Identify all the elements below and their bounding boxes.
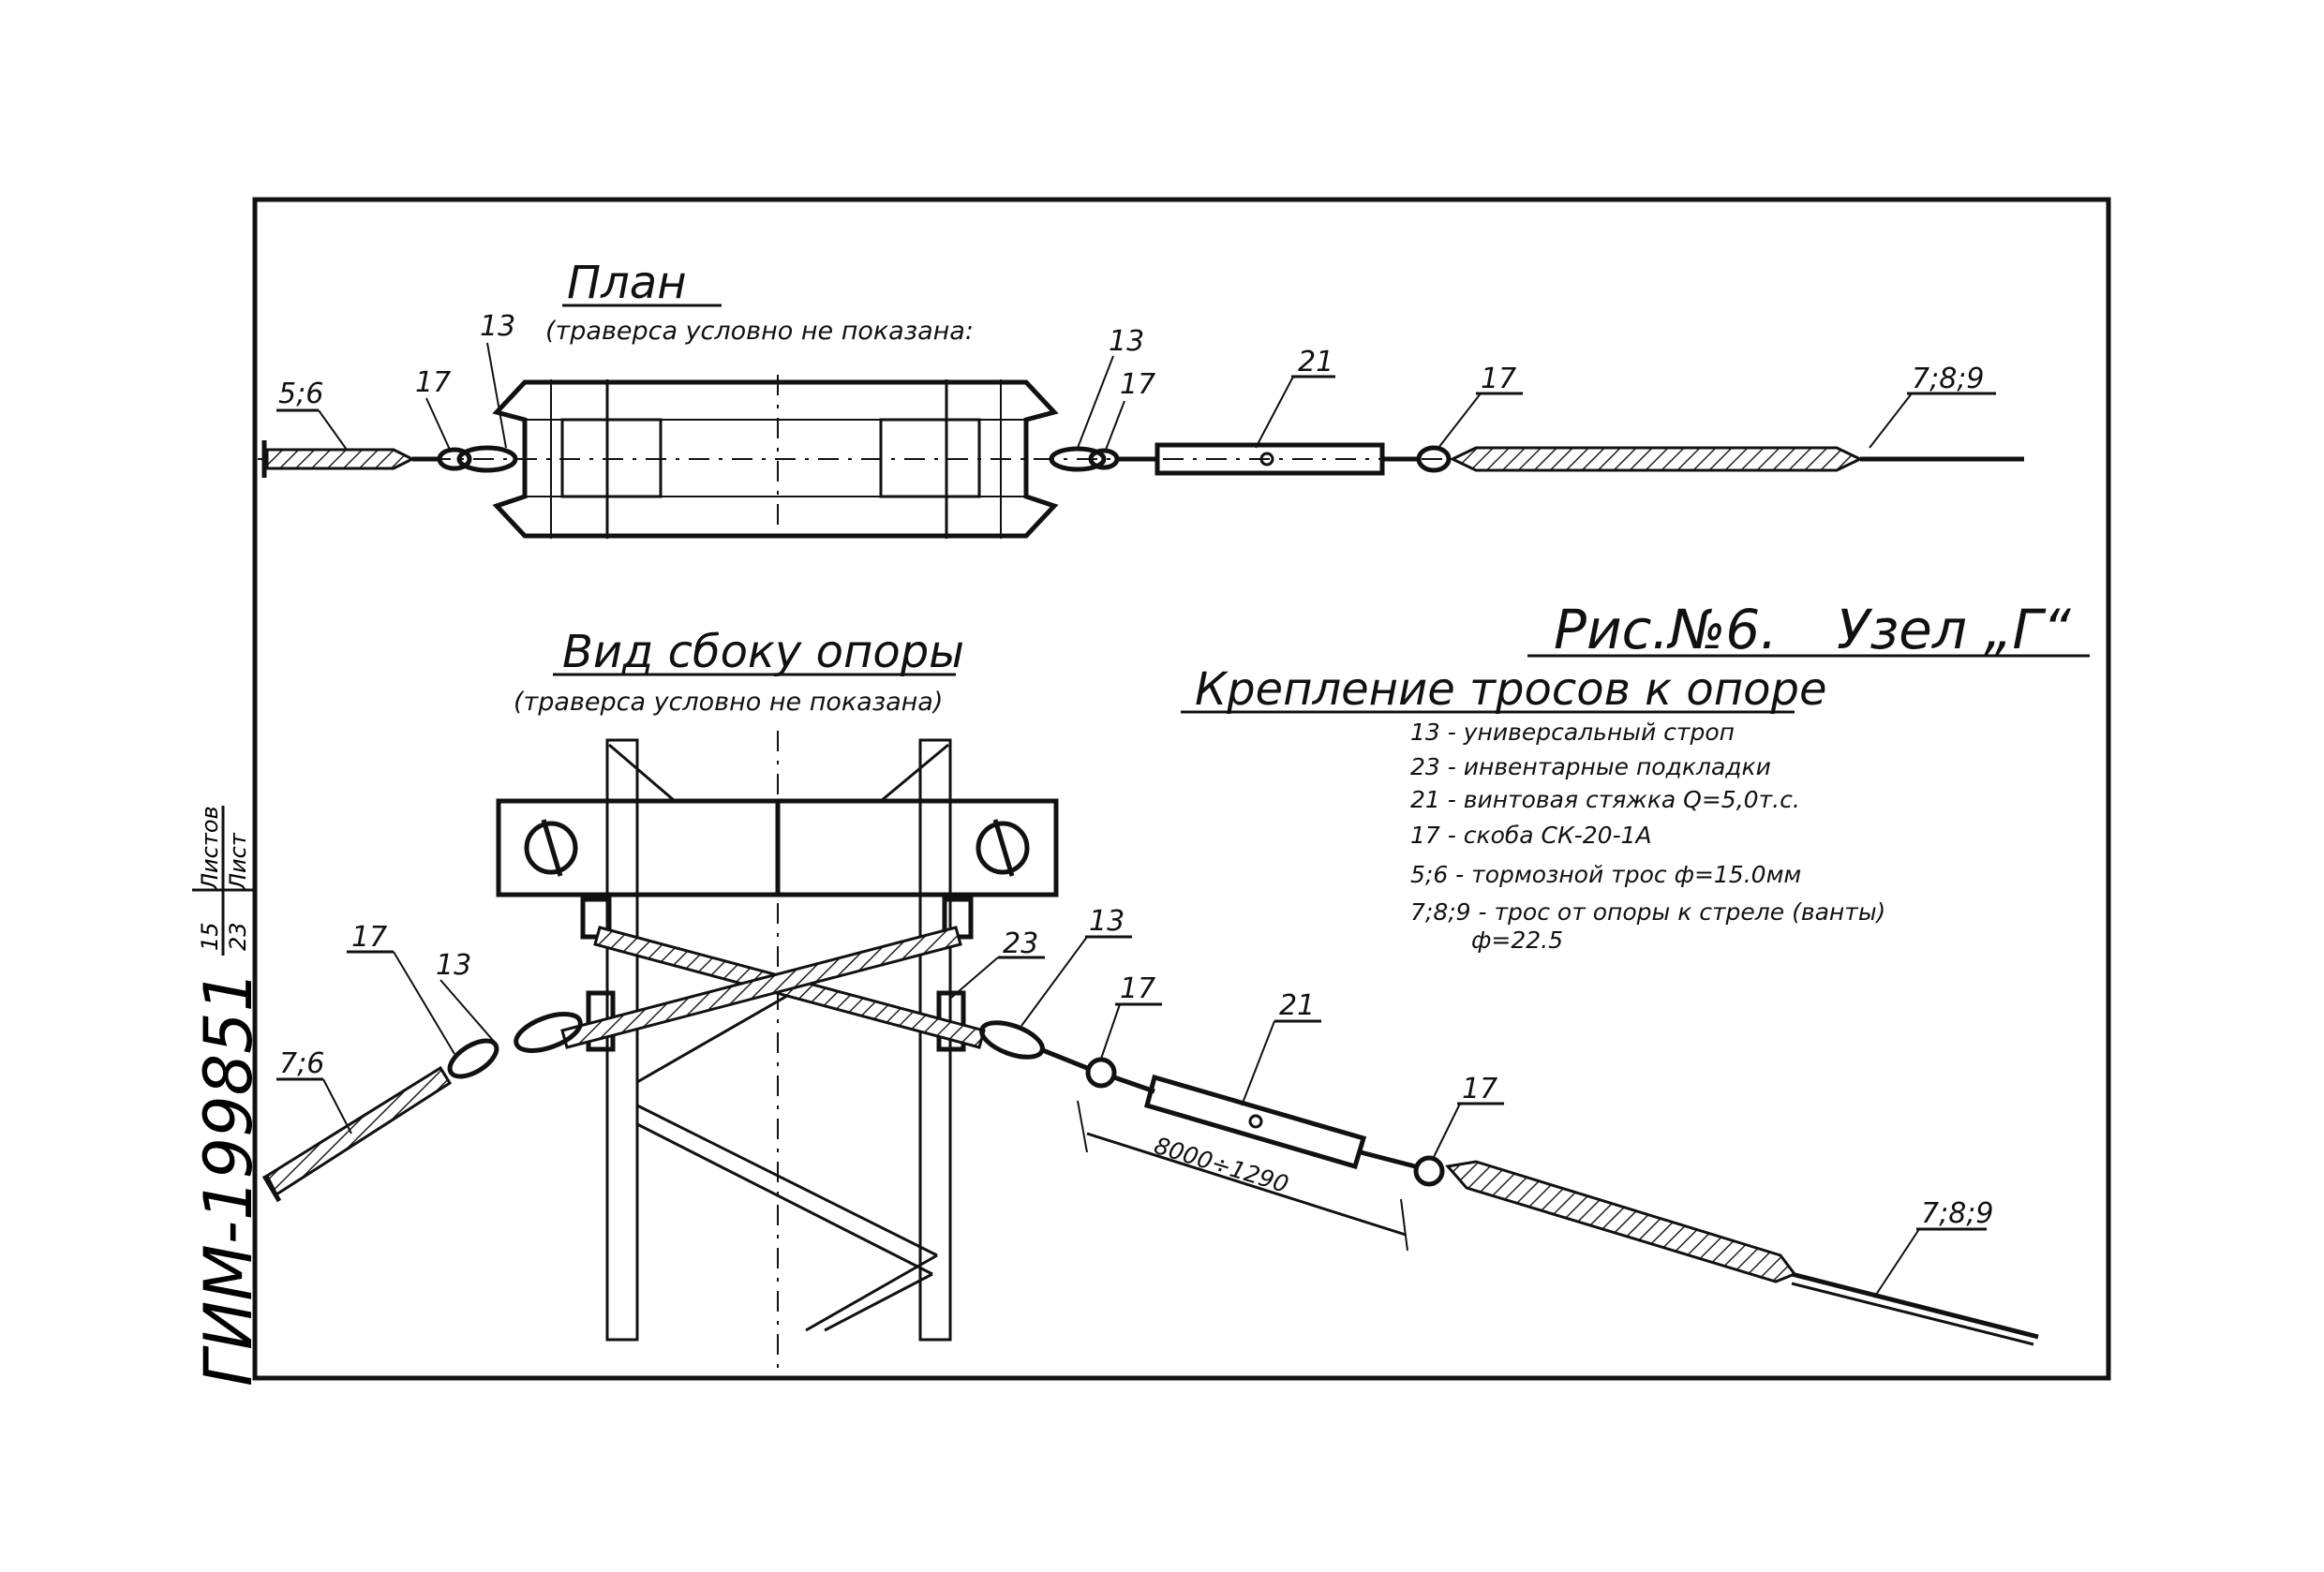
plan-subtitle: (траверса условно не показана: bbox=[545, 317, 974, 346]
plan-cable-right bbox=[1449, 446, 1864, 472]
margin-stamp: Лист Листов 23 15 ГИМ-199851 bbox=[190, 806, 267, 1387]
post-left bbox=[605, 738, 639, 1342]
plan-sling-left bbox=[456, 445, 518, 473]
plan-leader-7-8-9-b bbox=[1869, 393, 1913, 449]
traverse-ring-left bbox=[524, 821, 578, 875]
plan-view: План (траверса условно не показана: 5; bbox=[258, 257, 2024, 543]
side-callout-17-right: 17 bbox=[1462, 1073, 1497, 1105]
drawing-frame bbox=[252, 197, 2111, 1381]
side-callout-17-mid: 17 bbox=[1120, 972, 1155, 1005]
brace-diagonal-1b bbox=[636, 1122, 933, 1276]
side-leader-17-mid-b bbox=[1100, 1003, 1121, 1060]
legend-item-17: 17 - скоба СК-20-1А bbox=[1410, 822, 1652, 849]
plan-callout-17-mid: 17 bbox=[1120, 368, 1155, 401]
plan-leader-17-left bbox=[425, 397, 451, 451]
brace-diagonal-1 bbox=[636, 1104, 938, 1257]
figure-block: Рис.№6. Узел „Г“ Крепление тросов к опор… bbox=[1181, 598, 2090, 954]
dimension-line bbox=[1086, 1132, 1407, 1237]
brace-diagonal-2b bbox=[824, 1272, 933, 1332]
side-leader-21-b bbox=[1241, 1020, 1275, 1106]
side-leader-23-b bbox=[950, 957, 999, 999]
side-turnbuckle-pin bbox=[1248, 1114, 1263, 1129]
side-leader-17-left-b bbox=[393, 951, 455, 1055]
side-view-title: Вид сбоку опоры bbox=[562, 626, 964, 678]
side-cable-right bbox=[1445, 1160, 1797, 1283]
side-wire-after-turnbuckle bbox=[1360, 1149, 1416, 1169]
side-sling-left bbox=[514, 1012, 583, 1053]
plan-cable-left bbox=[265, 448, 416, 470]
traverse-ring-right bbox=[976, 821, 1030, 875]
side-wire-to-turnbuckle bbox=[1113, 1075, 1155, 1094]
side-turnbuckle bbox=[1143, 1074, 1367, 1170]
plan-title: План bbox=[567, 257, 687, 309]
stamp-sheet-value: 23 bbox=[225, 922, 251, 951]
traverse-ring-right-pin bbox=[992, 819, 1015, 877]
plan-shackle-right bbox=[1416, 445, 1452, 473]
plan-leader-21-b bbox=[1255, 376, 1294, 449]
plan-sling-right bbox=[1049, 446, 1107, 472]
side-shackle-mid bbox=[1085, 1057, 1117, 1089]
side-callout-23: 23 bbox=[1003, 927, 1038, 960]
side-callout-7-8-9: 7;8;9 bbox=[1921, 1197, 1993, 1230]
plan-callout-5-6: 5;6 bbox=[278, 378, 323, 410]
plan-leader-13-left bbox=[486, 342, 507, 449]
side-view-subtitle: (траверса условно не показана) bbox=[514, 688, 943, 717]
plan-callout-17-left: 17 bbox=[415, 366, 451, 399]
stamp-sheets-value: 15 bbox=[197, 922, 223, 951]
figure-node: Узел „Г“ bbox=[1837, 598, 2072, 661]
side-view: Вид сбоку опоры (траверса условно не пок… bbox=[261, 626, 2039, 1377]
brace-left bbox=[608, 743, 676, 803]
plan-callout-7-8-9: 7;8;9 bbox=[1912, 363, 1984, 395]
legend-item-21: 21 - винтовая стяжка Q=5,0т.с. bbox=[1410, 786, 1800, 813]
legend-item-7-8-9: 7;8;9 - трос от опоры к стреле (ванты) bbox=[1410, 898, 1885, 926]
plan-callout-21: 21 bbox=[1298, 346, 1333, 378]
legend-item-13: 13 - универсальный строп bbox=[1410, 719, 1735, 746]
plan-shackle-left bbox=[437, 447, 472, 471]
side-callout-21: 21 bbox=[1279, 989, 1315, 1022]
stamp-sheets-label: Листов bbox=[197, 806, 223, 891]
brace-diagonal-2 bbox=[805, 1253, 938, 1332]
side-leader-7-8-9-b bbox=[1873, 1228, 1920, 1298]
plan-leader-17-mid bbox=[1105, 400, 1125, 451]
side-wire-right bbox=[1791, 1271, 2039, 1340]
plan-callout-17-right: 17 bbox=[1481, 363, 1516, 395]
side-sling-right bbox=[979, 1020, 1045, 1060]
side-leader-13-right-b bbox=[1020, 936, 1088, 1027]
legend-item-23: 23 - инвентарные подкладки bbox=[1410, 753, 1771, 780]
side-cable-left-end bbox=[261, 1174, 282, 1203]
dimension-tick-left bbox=[1077, 1100, 1088, 1153]
plan-leader-13-right bbox=[1077, 355, 1114, 449]
dimension-tick-right bbox=[1400, 1198, 1408, 1252]
figure-heading: Крепление тросов к опоре bbox=[1195, 663, 1827, 716]
plan-callout-13-left: 13 bbox=[480, 310, 515, 343]
side-callout-17-left: 17 bbox=[351, 921, 387, 954]
legend-item-5-6: 5;6 - тормозной трос ф=15.0мм bbox=[1410, 861, 1801, 888]
stamp-sheet-label: Лист bbox=[225, 832, 251, 891]
side-wire-right-b bbox=[1791, 1282, 2034, 1346]
plan-callout-13-right: 13 bbox=[1109, 325, 1144, 358]
side-leader-17-right-b bbox=[1433, 1103, 1461, 1158]
side-callout-13-left: 13 bbox=[436, 949, 471, 982]
traverse-ring-left-pin bbox=[541, 819, 563, 877]
plan-turnbuckle-pin bbox=[1259, 452, 1274, 467]
side-cable-left bbox=[265, 1065, 453, 1197]
side-wire-to-shackle bbox=[1039, 1046, 1088, 1071]
side-leader-13-left bbox=[439, 979, 498, 1046]
stamp-code: ГИМ-199851 bbox=[190, 971, 267, 1387]
plan-leader-17-right-b bbox=[1438, 393, 1482, 449]
legend-item-7-8-9-diameter: ф=22.5 bbox=[1471, 927, 1563, 954]
side-callout-7-6: 7;6 bbox=[279, 1047, 324, 1080]
side-leader-7-6-b bbox=[322, 1078, 352, 1135]
side-callout-13-right: 13 bbox=[1089, 905, 1125, 938]
side-shackle-left bbox=[447, 1038, 499, 1079]
plan-leader-5-6-b bbox=[318, 409, 348, 451]
brace-right bbox=[880, 743, 949, 803]
figure-number: Рис.№6. bbox=[1554, 598, 1778, 661]
side-shackle-right bbox=[1413, 1155, 1445, 1187]
